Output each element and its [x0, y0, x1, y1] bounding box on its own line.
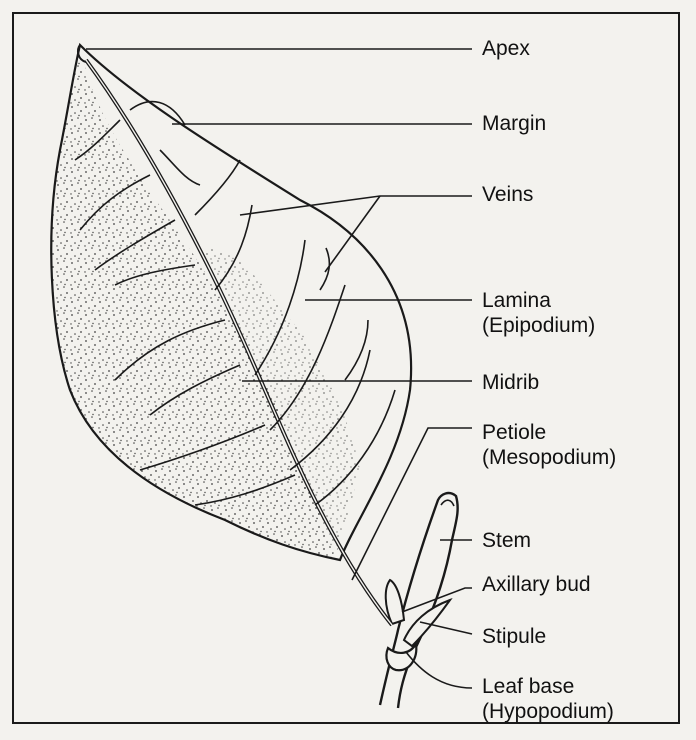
label-hypopodium-text: (Hypopodium): [482, 699, 614, 724]
label-midrib: Midrib: [482, 370, 539, 395]
label-petiole-text: Petiole: [482, 420, 616, 445]
leaf-base: [386, 644, 416, 670]
label-stem: Stem: [482, 528, 531, 553]
label-axillary-bud: Axillary bud: [482, 572, 591, 597]
label-apex: Apex: [482, 36, 530, 61]
label-mesopodium-text: (Mesopodium): [482, 445, 616, 470]
label-epipodium-text: (Epipodium): [482, 313, 595, 338]
label-lamina: Lamina (Epipodium): [482, 288, 595, 338]
label-veins: Veins: [482, 182, 533, 207]
label-margin: Margin: [482, 111, 546, 136]
label-leaf-base: Leaf base (Hypopodium): [482, 674, 614, 724]
label-petiole: Petiole (Mesopodium): [482, 420, 616, 470]
label-lamina-text: Lamina: [482, 288, 595, 313]
label-leaf-base-text: Leaf base: [482, 674, 614, 699]
label-stipule: Stipule: [482, 624, 546, 649]
